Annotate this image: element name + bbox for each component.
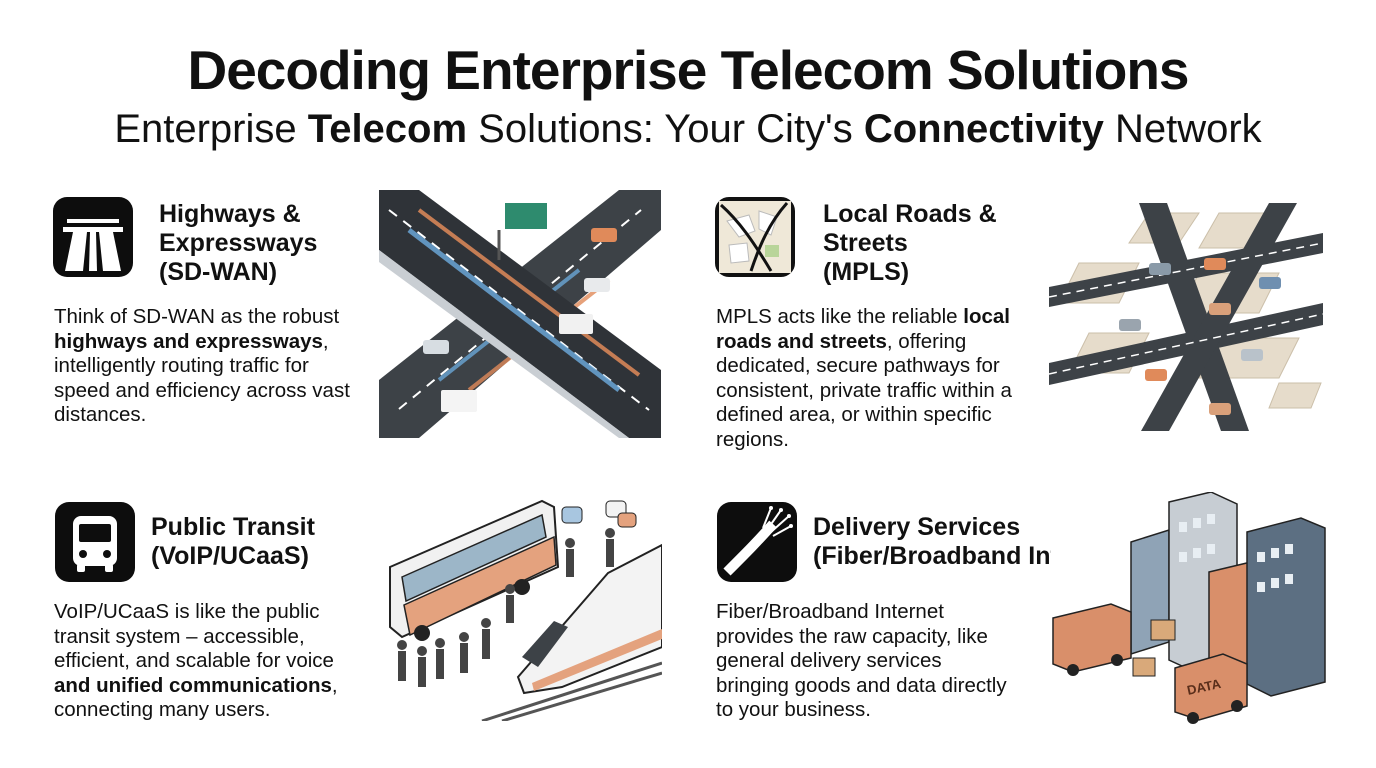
heading-line: (MPLS) bbox=[823, 258, 910, 286]
heading-line: Public Transit bbox=[151, 513, 315, 541]
bus-icon bbox=[55, 502, 135, 582]
highway-interchange-illustration bbox=[379, 190, 661, 438]
public-transit-illustration bbox=[382, 497, 662, 721]
section-heading-sdwan: Highways & Expressways (SD-WAN) bbox=[159, 200, 317, 287]
subtitle-emphasis-telecom: Telecom bbox=[307, 107, 468, 151]
highway-icon bbox=[53, 197, 133, 277]
section-description-sdwan: Think of SD-WAN as the robust highways a… bbox=[54, 305, 364, 428]
desc-text: , intelligently routing traffic for spee… bbox=[54, 329, 350, 427]
section-description-fiber: Fiber/Broadband Internet provides the ra… bbox=[716, 600, 1016, 723]
desc-text: MPLS acts like the reliable bbox=[716, 305, 964, 328]
city-map-icon bbox=[715, 197, 795, 277]
heading-line: Highways & bbox=[159, 200, 301, 228]
desc-emphasis: local roads and streets bbox=[716, 305, 1010, 353]
heading-line: Streets bbox=[823, 229, 908, 257]
desc-text: , connecting many users. bbox=[54, 673, 338, 722]
heading-line: (SD-WAN) bbox=[159, 258, 278, 286]
desc-emphasis: highways and expressways bbox=[54, 329, 323, 353]
section-heading-voip: Public Transit (VoIP/UCaaS) bbox=[151, 513, 315, 571]
section-description-voip: VoIP/UCaaS is like the public transit sy… bbox=[54, 600, 354, 723]
heading-line: (VoIP/UCaaS) bbox=[151, 542, 309, 570]
delivery-buildings-illustration: DATA bbox=[1051, 492, 1341, 728]
subtitle-part: Solutions: Your City's bbox=[467, 107, 864, 151]
desc-text: , offering dedicated, secure pathways fo… bbox=[716, 329, 1012, 451]
heading-line: Expressways bbox=[159, 229, 318, 257]
subtitle-part: Enterprise bbox=[114, 107, 308, 151]
heading-line: Delivery Services bbox=[813, 513, 1021, 541]
fiber-optic-icon bbox=[717, 502, 797, 582]
city-streets-illustration bbox=[1049, 203, 1323, 431]
page-subtitle: Enterprise Telecom Solutions: Your City'… bbox=[0, 107, 1376, 152]
heading-line: Local Roads & bbox=[823, 200, 997, 228]
desc-text: Think of SD-WAN as the robust bbox=[54, 305, 340, 328]
subtitle-emphasis-connectivity: Connectivity bbox=[863, 107, 1104, 151]
subtitle-part: Network bbox=[1103, 107, 1262, 151]
section-heading-mpls: Local Roads & Streets (MPLS) bbox=[823, 200, 997, 287]
desc-text: VoIP/UCaaS is like the public transit sy… bbox=[54, 600, 334, 672]
desc-text: Fiber/Broadband Internet provides the ra… bbox=[716, 600, 1007, 721]
truck-data-label: DATA bbox=[1186, 676, 1223, 698]
page-title: Decoding Enterprise Telecom Solutions bbox=[187, 39, 1189, 101]
desc-emphasis: and unified communications bbox=[54, 673, 332, 697]
section-description-mpls: MPLS acts like the reliable local roads … bbox=[716, 305, 1028, 452]
